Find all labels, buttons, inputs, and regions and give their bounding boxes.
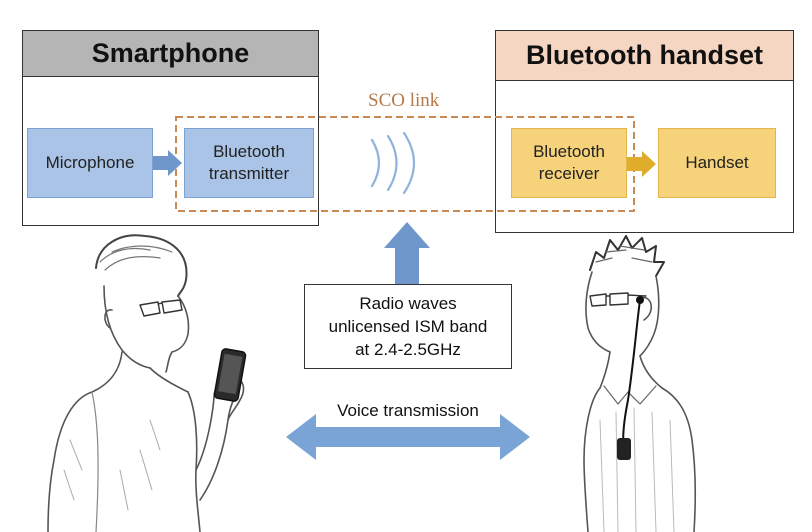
bluetooth-receiver-line1: Bluetooth — [533, 142, 605, 161]
bluetooth-transmitter-line1: Bluetooth — [213, 142, 285, 161]
earpiece-icon — [636, 296, 644, 304]
radio-line-3: at 2.4-2.5GHz — [355, 340, 461, 359]
sco-link-label: SCO link — [368, 90, 440, 111]
bluetooth-receiver-block: Bluetooth receiver — [511, 128, 627, 198]
bluetooth-transmitter-line2: transmitter — [208, 164, 290, 183]
radio-up-arrow — [384, 222, 430, 284]
radio-waves-box: Radio waves unlicensed ISM band at 2.4-2… — [304, 284, 512, 369]
bluetooth-handset-device-icon — [617, 438, 631, 460]
bluetooth-receiver-line2: receiver — [538, 164, 600, 183]
bluetooth-transmitter-block: Bluetooth transmitter — [184, 128, 314, 198]
microphone-block: Microphone — [27, 128, 153, 198]
voice-double-arrow — [286, 414, 530, 460]
mic-to-transmitter-arrow — [153, 150, 182, 176]
radio-line-2: unlicensed ISM band — [328, 317, 488, 336]
voice-transmission-label: Voice transmission — [337, 401, 479, 420]
handset-block: Handset — [658, 128, 776, 198]
radio-wave-icon — [370, 131, 415, 195]
radio-line-1: Radio waves — [359, 294, 457, 313]
smartphone-title: Smartphone — [23, 31, 318, 77]
bluetooth-handset-title: Bluetooth handset — [496, 31, 793, 81]
earphone-cable — [622, 299, 641, 451]
receiver-to-handset-arrow — [627, 151, 656, 177]
